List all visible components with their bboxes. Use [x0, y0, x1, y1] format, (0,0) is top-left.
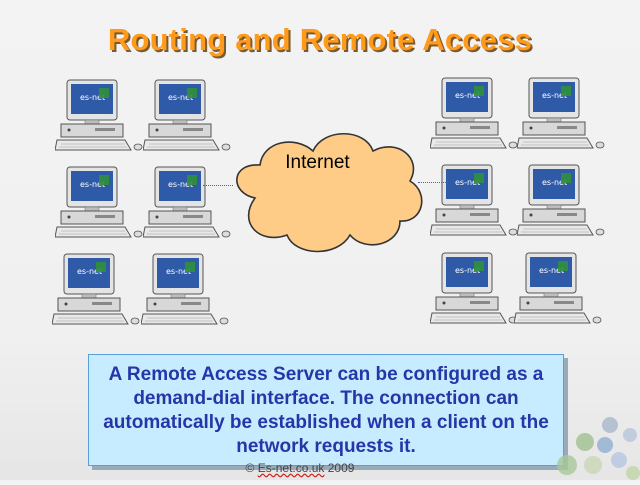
computer-icon: es-net [514, 251, 604, 329]
description-callout: A Remote Access Server can be configured… [88, 354, 564, 466]
computer-icon: es-net [55, 165, 145, 243]
decorative-bubbles-icon [555, 415, 640, 480]
computer-icon: es-net [141, 252, 231, 330]
computer-icon: es-net [517, 76, 607, 154]
svg-text:es-net: es-net [539, 266, 564, 275]
computer-icon: es-net [52, 252, 142, 330]
svg-text:es-net: es-net [455, 266, 480, 275]
svg-text:es-net: es-net [168, 93, 193, 102]
computer-icon: es-net [143, 78, 233, 156]
footer-year: 2009 [324, 461, 355, 475]
svg-text:es-net: es-net [542, 91, 567, 100]
connection-line-right [418, 182, 448, 184]
computer-icon: es-net [430, 251, 520, 329]
computer-icon: es-net [55, 78, 145, 156]
footer-site: Es-net.co.uk [257, 461, 325, 475]
computer-icon: es-net [430, 163, 520, 241]
computer-icon: es-net [517, 163, 607, 241]
svg-text:es-net: es-net [80, 93, 105, 102]
slide-title: Routing and Remote Access [107, 22, 533, 57]
svg-text:es-net: es-net [168, 180, 193, 189]
svg-text:es-net: es-net [455, 178, 480, 187]
cloud-label: Internet [285, 152, 350, 173]
internet-cloud-icon [225, 123, 425, 258]
svg-text:es-net: es-net [542, 178, 567, 187]
footer-prefix: © [245, 461, 258, 475]
svg-text:es-net: es-net [166, 267, 191, 276]
computer-icon: es-net [430, 76, 520, 154]
connection-line-left [203, 185, 233, 187]
svg-text:es-net: es-net [80, 180, 105, 189]
computer-icon: es-net [143, 165, 233, 243]
copyright-footer: © Es-net.co.uk 2009 [200, 461, 400, 475]
svg-text:es-net: es-net [455, 91, 480, 100]
svg-text:es-net: es-net [77, 267, 102, 276]
